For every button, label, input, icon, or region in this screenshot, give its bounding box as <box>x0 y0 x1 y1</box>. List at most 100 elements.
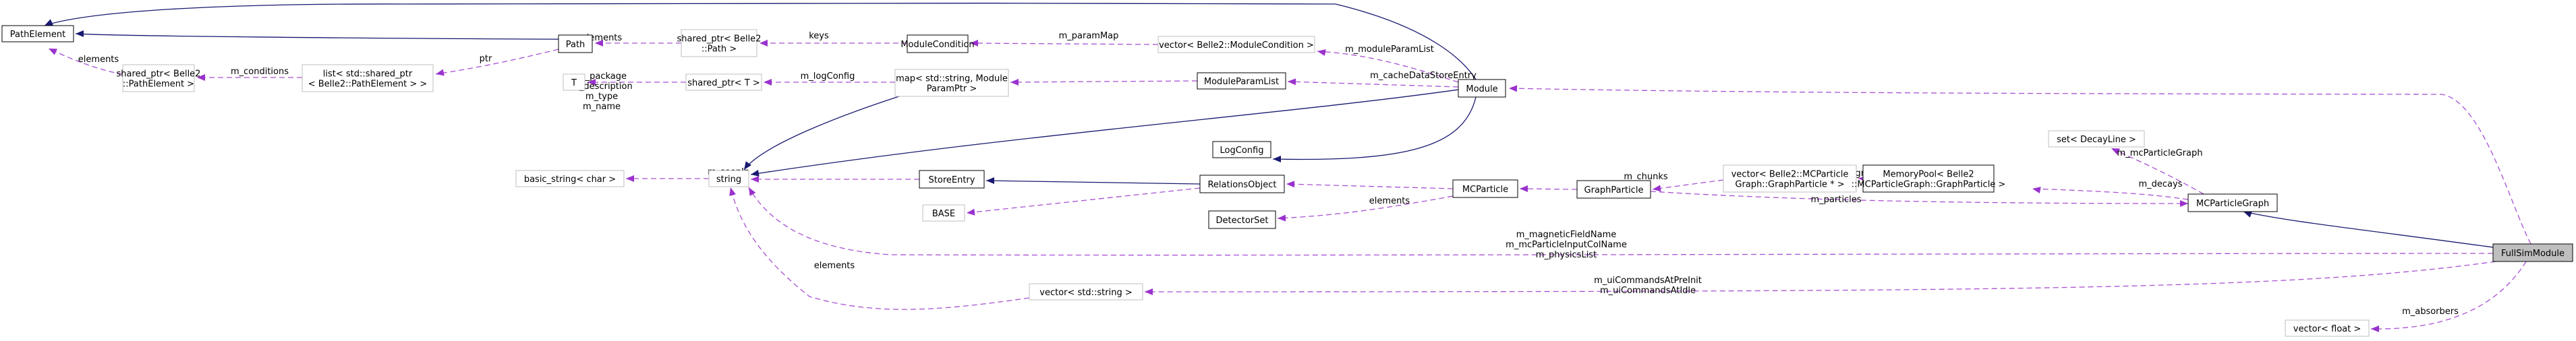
class-node-pathelement[interactable]: PathElement <box>1 25 74 42</box>
node-box <box>1208 210 1276 229</box>
node-box <box>922 204 965 222</box>
node-label: Path <box>566 40 585 50</box>
member-edge-fullsimmodule-to-vec-float <box>2370 261 2527 330</box>
node-box <box>1199 175 1285 193</box>
arrowhead-icon <box>49 49 57 55</box>
node-box <box>681 29 757 57</box>
node-label: shared_ptr< T > <box>687 78 760 88</box>
class-node-list-sp[interactable]: list< std::shared_ptr< Belle2::PathEleme… <box>302 64 434 92</box>
edge-label: m_decays <box>2139 179 2183 189</box>
node-label: vector< float > <box>2293 324 2362 334</box>
member-edge-memorypool-to-vec-graphparticle <box>1652 179 1724 190</box>
class-node-fullsimmodule[interactable]: FullSimModule <box>2492 243 2573 262</box>
node-box <box>302 64 434 92</box>
member-edge-vec-graphparticle-to-graphparticle <box>1277 195 1454 219</box>
arrowhead-icon <box>2371 326 2379 332</box>
class-node-modulecondition[interactable]: ModuleCondition <box>900 34 975 53</box>
edge-label: elements <box>78 55 119 65</box>
arrowhead-icon <box>1520 185 1528 192</box>
inheritance-edge-path-to-pathelement <box>75 33 592 40</box>
node-label: Module <box>1466 84 1497 94</box>
member-edge-fullsimmodule-to-string <box>748 187 2494 256</box>
node-box <box>907 34 969 53</box>
class-node-sp-path[interactable]: shared_ptr< Belle2::Path > <box>677 29 762 57</box>
class-node-set-decayline[interactable]: set< DecayLine > <box>2048 130 2145 148</box>
node-label: PathElement <box>10 30 65 40</box>
member-edge-path-to-list-sp <box>1286 183 1454 189</box>
arrowhead-icon <box>197 74 205 81</box>
arrowhead-icon <box>626 175 634 182</box>
member-edge-module-to-moduleparamlist <box>1317 51 1459 83</box>
class-node-path[interactable]: Path <box>558 34 593 53</box>
member-edge-storeentry-to-string <box>1010 80 1198 83</box>
node-box <box>1197 72 1286 90</box>
arrowhead-icon <box>76 30 84 37</box>
node-label: BASE <box>932 209 955 219</box>
class-node-memorypool[interactable]: MemoryPool< Belle2::MCParticleGraph::Gra… <box>1852 164 2006 193</box>
arrowhead-icon <box>1509 85 1518 92</box>
edge-label: m_particles <box>1811 195 1862 205</box>
class-node-t[interactable]: T <box>563 73 585 91</box>
node-box <box>708 170 749 187</box>
node-label: T <box>571 78 577 88</box>
node-label: shared_ptr< Belle2::PathElement > <box>117 69 201 90</box>
class-node-base[interactable]: BASE <box>922 204 965 222</box>
arrowhead-icon <box>1145 288 1153 295</box>
node-box <box>1157 36 1315 53</box>
arrowhead-icon <box>1278 214 1286 222</box>
node-box <box>1029 283 1143 301</box>
node-box <box>122 64 195 92</box>
node-label: ModuleParamList <box>1204 77 1279 87</box>
arrowhead-icon <box>751 169 760 177</box>
arrowhead-icon <box>2032 187 2041 194</box>
node-box <box>2285 319 2370 337</box>
class-node-sp-pathelement[interactable]: shared_ptr< Belle2::PathElement > <box>117 64 201 92</box>
arrowhead-icon <box>751 176 759 183</box>
edge-label: elements <box>814 261 855 271</box>
inheritance-edge-fullsimmodule-to-module <box>2243 211 2494 248</box>
member-edge-fullsimmodule-to-vec-string <box>1144 261 2496 292</box>
arrowhead-icon <box>970 40 978 46</box>
arrowhead-icon <box>986 177 994 184</box>
class-node-vec-float[interactable]: vector< float > <box>2285 319 2370 337</box>
node-label: LogConfig <box>1220 146 1264 156</box>
class-node-basic-string[interactable]: basic_string< char > <box>515 170 625 187</box>
class-node-relationsobject[interactable]: RelationsObject <box>1199 175 1285 193</box>
edge-label: m_conditions <box>231 67 289 77</box>
edge-label: m_paramMap <box>1059 31 1119 41</box>
class-node-mcparticle[interactable]: MCParticle <box>1452 179 1518 198</box>
arrowhead-icon <box>2243 211 2252 218</box>
class-node-vec-string[interactable]: vector< std::string > <box>1029 283 1143 301</box>
class-node-graphparticle[interactable]: GraphParticle <box>1576 180 1651 199</box>
node-label: basic_string< char > <box>524 175 616 185</box>
node-box <box>1723 164 1857 193</box>
class-node-storeentry[interactable]: StoreEntry <box>919 170 985 189</box>
node-box <box>919 170 985 189</box>
arrowhead-icon <box>1288 78 1296 86</box>
class-node-moduleparamlist[interactable]: ModuleParamList <box>1197 72 1286 90</box>
class-node-module[interactable]: Module <box>1458 79 1506 98</box>
node-label: MCParticleGraph <box>2196 199 2269 209</box>
node-box <box>1862 164 1995 193</box>
class-node-sp-t[interactable]: shared_ptr< T > <box>685 73 762 91</box>
member-edge-vec-modulecondition-to-modulecondition <box>48 48 123 75</box>
class-node-vec-modulecondition[interactable]: vector< Belle2::ModuleCondition > <box>1157 36 1315 53</box>
arrowhead-icon <box>764 79 772 86</box>
node-box <box>1458 79 1506 98</box>
node-label: list< std::shared_ptr< Belle2::PathEleme… <box>308 69 428 90</box>
class-node-string[interactable]: string <box>708 170 749 187</box>
class-node-detectorset[interactable]: DetectorSet <box>1208 210 1276 229</box>
edge-label: keys <box>809 31 829 41</box>
node-label: vector< std::string > <box>1039 288 1132 298</box>
edge-label: elements <box>1369 196 1410 206</box>
class-node-mcparticlegraph[interactable]: MCParticleGraph <box>2187 193 2278 212</box>
inheritance-edge-string-to-basic-string <box>743 96 900 170</box>
edge-label: m_logConfig <box>801 71 855 82</box>
class-node-logconfig[interactable]: LogConfig <box>1212 141 1271 158</box>
